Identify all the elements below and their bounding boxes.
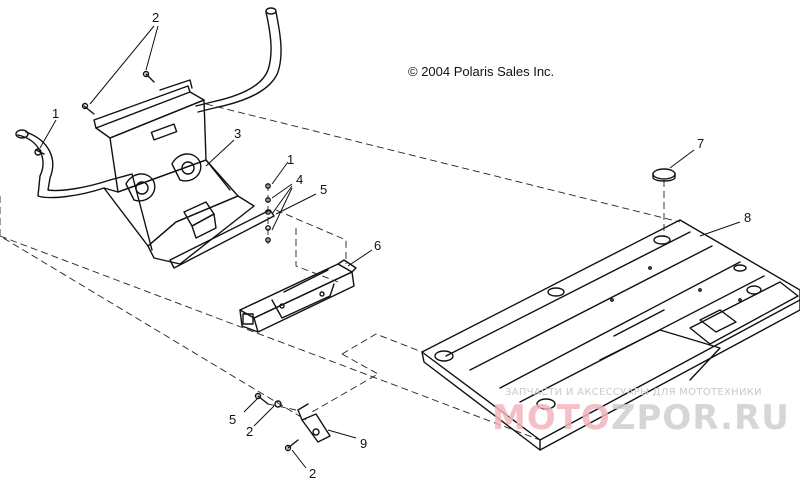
callout-5-bottom: 5 <box>229 412 237 427</box>
callout-4: 4 <box>296 172 304 187</box>
watermark-brand-part1: MOTO <box>492 398 611 438</box>
leader-lines <box>39 25 741 469</box>
callout-3: 3 <box>234 126 242 141</box>
assembly-lines <box>0 103 681 441</box>
callout-9: 9 <box>360 436 368 451</box>
skid-hole-c <box>434 350 454 362</box>
skid-hole-e <box>746 285 762 295</box>
skid-hole-b <box>547 287 565 297</box>
plug-cap <box>652 168 676 182</box>
callout-6: 6 <box>374 238 382 253</box>
rack-rail-right <box>195 11 272 107</box>
callout-1-left: 1 <box>52 106 60 121</box>
callout-1-mid: 1 <box>287 152 295 167</box>
skid-hole-a <box>653 235 671 245</box>
front-rack-assembly <box>15 7 282 269</box>
watermark-tagline: ЗАПЧАСТИ И АКСЕССУАРЫ ДЛЯ МОТОТЕХНИКИ <box>505 387 762 398</box>
skid-plate <box>421 219 800 451</box>
rack-rail-left <box>17 134 105 199</box>
callout-7: 7 <box>697 136 705 151</box>
lower-bracket <box>254 392 331 452</box>
callout-2-bottom-b: 2 <box>309 466 317 481</box>
washer-2-bottom <box>274 400 282 408</box>
nut-1-left <box>35 149 45 155</box>
bolt-2a <box>83 105 95 115</box>
skid-hole-d <box>536 398 556 410</box>
skid-hole-f <box>733 264 747 272</box>
callout-2-top: 2 <box>152 10 160 25</box>
callout-5-mid: 5 <box>320 182 328 197</box>
callout-2-bottom-a: 2 <box>246 424 254 439</box>
watermark-brand: MOTOZPOR.RU <box>492 398 790 438</box>
rack-front-plate <box>95 91 205 139</box>
receiver-bracket <box>239 259 357 333</box>
watermark-brand-part2: ZPOR.RU <box>610 398 790 438</box>
copyright-notice: © 2004 Polaris Sales Inc. <box>408 64 555 79</box>
callout-8: 8 <box>744 210 752 225</box>
bolt-2b <box>145 73 155 83</box>
rack-fasteners <box>34 70 271 243</box>
